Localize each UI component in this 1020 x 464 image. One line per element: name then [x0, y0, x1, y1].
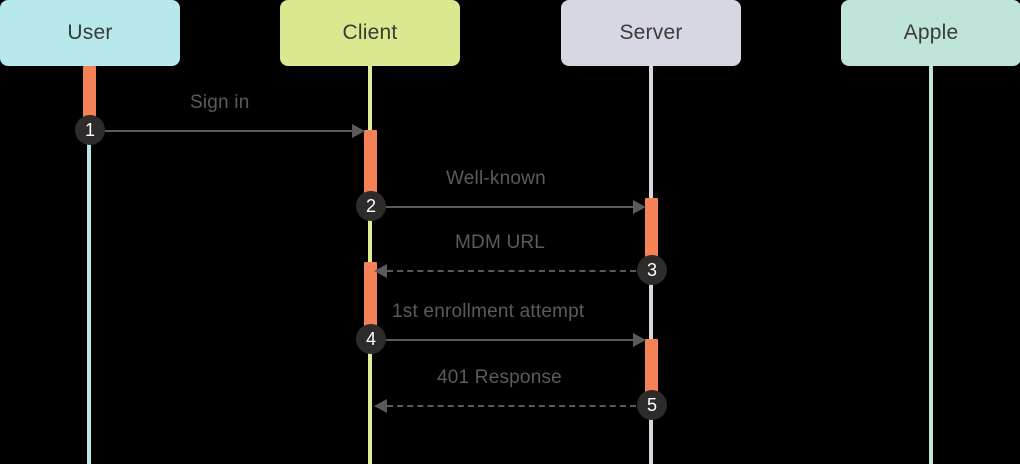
message-label-5: 401 Response: [437, 367, 562, 388]
step-marker-2[interactable]: 2: [356, 191, 386, 221]
message-line-5: [387, 405, 636, 407]
participant-box-user[interactable]: User: [0, 0, 180, 66]
activation-bar-client: [364, 262, 377, 338]
lifeline-user: [87, 66, 91, 464]
step-marker-5[interactable]: 5: [637, 390, 667, 420]
activation-bar-client: [364, 130, 377, 206]
step-marker-1[interactable]: 1: [75, 115, 105, 145]
participant-box-server[interactable]: Server: [561, 0, 741, 66]
participant-label: User: [67, 21, 113, 44]
activation-bar-user: [83, 66, 96, 130]
arrowhead-left-5: [374, 399, 387, 413]
arrowhead-right-1: [352, 124, 365, 138]
step-marker-4[interactable]: 4: [356, 324, 386, 354]
participant-box-client[interactable]: Client: [280, 0, 460, 66]
message-label-4: 1st enrollment attempt: [392, 301, 585, 322]
message-line-3: [387, 270, 636, 272]
message-line-1: [104, 130, 352, 132]
arrowhead-right-4: [633, 333, 646, 347]
arrowhead-left-3: [374, 264, 387, 278]
message-line-4: [385, 339, 633, 341]
step-marker-3[interactable]: 3: [637, 255, 667, 285]
participant-label: Client: [342, 21, 398, 44]
participant-label: Apple: [903, 21, 959, 44]
message-label-1: Sign in: [190, 92, 250, 113]
message-line-2: [385, 206, 633, 208]
participant-label: Server: [619, 21, 683, 44]
message-label-2: Well-known: [446, 168, 546, 189]
message-label-3: MDM URL: [455, 232, 546, 253]
lifeline-apple: [929, 66, 933, 464]
participant-box-apple[interactable]: Apple: [841, 0, 1020, 66]
activation-bar-server: [645, 198, 658, 270]
arrowhead-right-2: [633, 200, 646, 214]
